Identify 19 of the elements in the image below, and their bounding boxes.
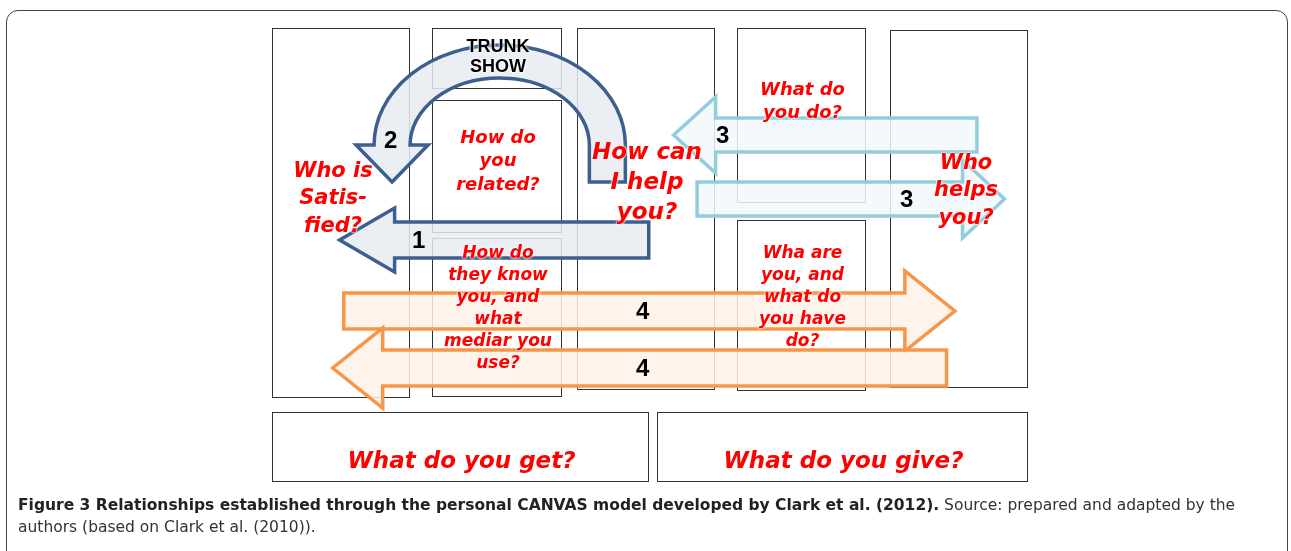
arrow-number: 2 xyxy=(384,128,398,152)
block-arrow xyxy=(336,204,651,276)
arrow-number: 4 xyxy=(636,299,650,323)
handwritten-question: How do you related? xyxy=(455,125,541,196)
handwritten-question: Who is Satis-fied? xyxy=(292,157,374,239)
canvas-block xyxy=(272,412,649,482)
block-arrow xyxy=(329,324,949,412)
figure-caption: Figure 3 Relationships established through the personal CANVAS model developed by Clark et al. (2012). Source: prepared and adapted by the authors (based on Clark et al. (2010)). xyxy=(18,495,1237,539)
arrow-number: 1 xyxy=(412,228,426,252)
curved-block-arrow xyxy=(354,43,628,184)
arrow-number: 3 xyxy=(716,123,730,147)
handwritten-question: What do you do? xyxy=(759,77,846,124)
arrow-number: 4 xyxy=(636,356,650,380)
handwritten-question: Who helps you? xyxy=(933,149,999,231)
handwritten-question: What do you give? xyxy=(722,446,965,475)
arrow-number: 3 xyxy=(900,187,914,211)
canvas-block xyxy=(657,412,1028,482)
block-arrow xyxy=(671,93,979,177)
handwritten-question: What do you get? xyxy=(346,446,577,475)
